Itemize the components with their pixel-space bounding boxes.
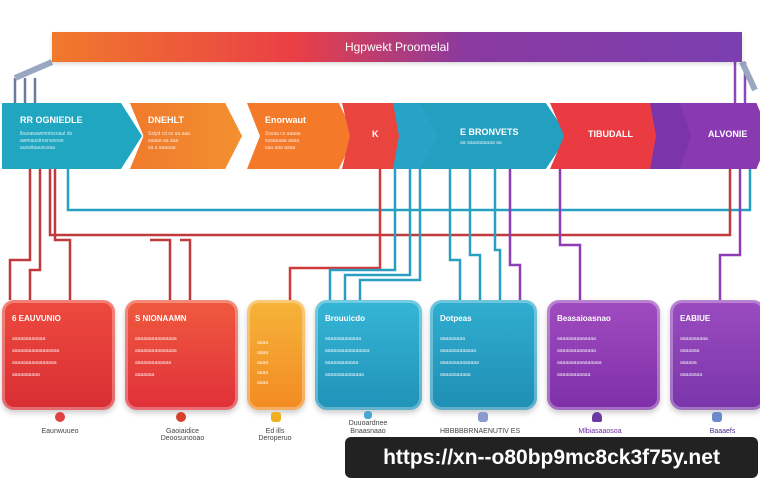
stage-label: E BRONVETS: [460, 127, 519, 137]
watermark-text: https://xn--o80bp9mc8ck3f75y.net: [383, 446, 720, 469]
stage-label: ALVONIE: [708, 129, 748, 139]
card-caption: HBBBBBRNAENUTIV ES: [440, 428, 521, 435]
card-caption: Baaaefs: [709, 428, 736, 435]
stage-icon: [55, 412, 65, 422]
stage-icon: [271, 412, 281, 422]
card-3: aaaa aaaa aaaa aaaa aaaa: [247, 300, 305, 410]
card-title: Brouuicdo: [325, 314, 365, 323]
process-title: Hgpwekt Proomelal: [344, 40, 450, 54]
card-2: S NIONAAMN aaaaaaaaaaaaaaa aaaaaaaaaaaaaa…: [125, 300, 238, 410]
stage-label: TIBUDALL: [588, 129, 633, 139]
stage-description: lbuoawawmntocoaul do awmaustrosnuoooe au…: [20, 131, 73, 151]
stage-arrow-9: ALVONIE: [680, 103, 760, 169]
card-caption: Eaunwuueo: [41, 428, 79, 435]
stage-icon: [592, 412, 602, 422]
card-caption: Mlbiasaaosoa: [578, 428, 622, 435]
card-body: aaaaaaaaaaaaaa aaaaaaaaaaaaaa aaaaaaaaaa…: [557, 336, 602, 378]
card-body: aaaaaaaaaaaa aaaaaaaaaaaaaaaaa aaaaaaaaa…: [12, 336, 60, 378]
card-title: S NIONAAMN: [135, 314, 187, 323]
card-body: aaaaaaaaaaaaaaa aaaaaaaaaaaaaaa aaaaaaaa…: [135, 336, 177, 378]
stage-icon: [712, 412, 722, 422]
watermark-url: https://xn--o80bp9mc8ck3f75y.net: [345, 437, 758, 478]
card-title: EABIUE: [680, 314, 711, 323]
card-4: Brouuicdo aaaaaaaaaaaaa aaaaaaaaaaaaaaaa …: [315, 300, 422, 410]
stage-description: Sslyd cd ss aa aaa saaaa aa aaa sa a aaa…: [148, 131, 190, 151]
stage-description: Sssaa cs aaaaa ssaaaaaa aaaa saa aaa aaa…: [265, 131, 301, 151]
stage-arrow-1: RR OGNIEDLE lbuoawawmntocoaul do awmaustr…: [2, 103, 142, 169]
card-caption: Duuoardnee Bnaasnaao: [348, 420, 388, 435]
card-1: 6 EAUVUNIO aaaaaaaaaaaa aaaaaaaaaaaaaaaaa…: [2, 300, 115, 410]
card-title: Dotpeas: [440, 314, 472, 323]
stage-description: aa aaaaaaaaaa aa: [460, 140, 502, 146]
stage-arrow-7: TIBUDALL: [550, 103, 668, 169]
card-body: aaaaaaaaa aaaaaaaaaaaaa aaaaaaaaaaaaaa a…: [440, 336, 479, 378]
stage-label: Enorwaut: [265, 115, 307, 125]
stage-arrow-6: E BRONVETS aa aaaaaaaaaa aa: [420, 103, 568, 169]
card-title: 6 EAUVUNIO: [12, 314, 61, 323]
card-body: aaaa aaaa aaaa aaaa aaaa: [257, 340, 269, 386]
process-title-banner: Hgpwekt Proomelal: [52, 32, 742, 62]
card-6: Beasaioasnao aaaaaaaaaaaaaa aaaaaaaaaaaaa…: [547, 300, 660, 410]
stage-icon: [478, 412, 488, 422]
card-caption: Ed ills Deroperuo: [258, 428, 292, 442]
card-5: Dotpeas aaaaaaaaa aaaaaaaaaaaaa aaaaaaaaa…: [430, 300, 537, 410]
card-7: EABIUE aaaaaaaaaa aaaaaaa aaaaaa aaaaaaaa: [670, 300, 760, 410]
card-caption: Gaoiaidice Deoosunooao: [160, 428, 205, 442]
stage-icon: [364, 411, 372, 419]
card-body: aaaaaaaaaaaaa aaaaaaaaaaaaaaaa aaaaaaaaa…: [325, 336, 370, 378]
stage-arrow-2: DNEHLT Sslyd cd ss aa aaa saaaa aa aaa sa…: [130, 103, 242, 169]
stage-icon: [176, 412, 186, 422]
stage-label: DNEHLT: [148, 115, 184, 125]
card-title: Beasaioasnao: [557, 314, 611, 323]
stage-label: RR OGNIEDLE: [20, 115, 83, 125]
stage-label: K: [372, 129, 379, 139]
card-body: aaaaaaaaaa aaaaaaa aaaaaa aaaaaaaa: [680, 336, 708, 378]
